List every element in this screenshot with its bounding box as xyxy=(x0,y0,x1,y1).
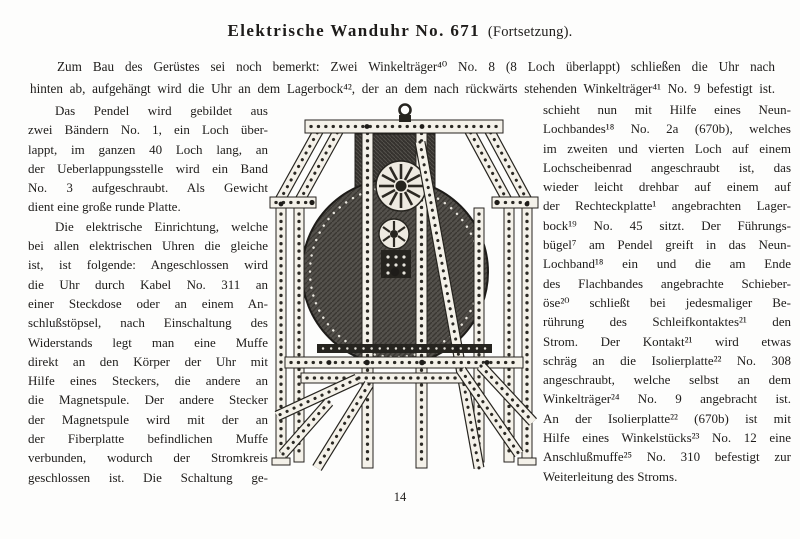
page-title: Elektrische Wanduhr No. 671 (Fortsetzung… xyxy=(0,21,800,41)
text-line: Lochscheibenrad angeschraubt ist, das xyxy=(543,159,791,175)
text-line: wieder leicht drehbar auf einem auf xyxy=(543,179,791,195)
paragraph: Die elektrische Einrichtung, welche bei a… xyxy=(28,217,268,487)
text-line: bei allen elektrischen Uhren die gleiche xyxy=(28,238,268,254)
clock-engraving-svg xyxy=(269,103,539,471)
text-line: Anschlußmuffe²⁵ No. 310 befestigt zur xyxy=(543,449,791,465)
outer-vertical-girders xyxy=(271,207,537,466)
text-line: lappt, im ganzen 40 Loch lang, an xyxy=(28,141,268,157)
text-line: Zum Bau des Gerüstes sei noch bemerkt: Z… xyxy=(57,59,775,74)
spoked-gear-wheel xyxy=(375,160,427,212)
text-line: dient eine große runde Platte. xyxy=(28,199,181,215)
base-legs xyxy=(274,362,538,471)
text-line: der Magnetspule wird mit der an xyxy=(28,411,268,427)
clock-illustration xyxy=(267,102,541,492)
paragraph: Zum Bau des Gerüstes sei noch bemerkt: Z… xyxy=(30,56,775,100)
text-line: Die elektrische Einrichtung, welche xyxy=(55,218,268,234)
text-line: zwei Bändern No. 1, ein Loch über- xyxy=(28,122,268,138)
text-line: hinten ab, aufgehängt wird die Uhr an de… xyxy=(30,81,775,96)
text-line: Strom. Der Kontakt²¹ wird etwas xyxy=(543,333,791,349)
inner-vertical-girders xyxy=(361,119,428,469)
text-line: der Fiberplatte befindlichen Muffe xyxy=(28,431,268,447)
text-line: bock¹⁹ No. 45 sitzt. Der Führungs- xyxy=(543,217,791,233)
text-line: An der Isolierplatte²² (670b) ist mit xyxy=(543,410,791,426)
text-line: direkt an den Körper der Uhr mit xyxy=(28,353,268,369)
text-line: Das Pendel wird gebildet aus xyxy=(55,103,268,118)
small-spoked-hub xyxy=(378,218,410,250)
page-title-continuation: (Fortsetzung). xyxy=(487,24,573,40)
text-line: Hilfe eines Steckers, die andere an xyxy=(28,373,268,389)
text-line: schräg an die Isolierplatte²² No. 308 xyxy=(543,352,791,368)
hanging-loop xyxy=(398,103,412,122)
text-line: schieht nun mit Hilfe eines Neun- xyxy=(543,102,791,117)
text-line: angeschraubt, welche selbst an dem xyxy=(543,372,791,388)
text-line: die Magnetspule. Der andere Stecker xyxy=(28,392,268,408)
paragraph: schieht nun mit Hilfe eines Neun- Lochban… xyxy=(543,100,791,486)
pendulum-strip xyxy=(414,140,485,470)
text-line: verbunden, wodurch der Stromkreis xyxy=(28,450,268,466)
intro-paragraph: Zum Bau des Gerüstes sei noch bemerkt: Z… xyxy=(30,56,775,100)
text-line: öse²⁰ schließt bei jedesmaliger Be- xyxy=(543,294,791,310)
text-line: des Flachbandes angebrachte Schieber- xyxy=(543,275,791,291)
text-line: geschlossen ist. Die Schaltung ge- xyxy=(28,469,268,485)
text-line: Weiterleitung des Stroms. xyxy=(543,468,678,484)
text-line: der Ueberlappungsstelle wird ein Band xyxy=(28,160,268,176)
bolts xyxy=(278,124,530,366)
text-line: Widerstands legt man eine Muffe xyxy=(28,334,268,350)
text-line: ist, ist folgende: Angeschlossen wird xyxy=(28,257,268,273)
page-title-main: Elektrische Wanduhr No. 671 xyxy=(227,21,481,40)
text-line: Hilfe eines Winkelstücks²³ No. 12 eine xyxy=(543,430,791,446)
text-line: im zweiten und vierten Loch auf einem xyxy=(543,140,791,156)
text-line: Lochband¹⁸ ein und die am Ende xyxy=(543,256,791,272)
paragraph: Das Pendel wird gebildet aus zwei Bändern… xyxy=(28,101,268,217)
text-line: der Rechteckplatte¹ angebrachten Lager- xyxy=(543,198,791,214)
text-line: einer Steckdose oder an einem An- xyxy=(28,295,268,311)
text-line: Winkelträger²⁴ No. 9 angebracht ist. xyxy=(543,391,791,407)
page-number: 14 xyxy=(393,490,407,504)
gable-braces xyxy=(275,123,532,203)
text-line: rührung des Schleifkontaktes²¹ den xyxy=(543,314,791,330)
text-line: No. 3 aufgeschraubt. Als Gewicht xyxy=(28,180,268,196)
text-line: bügel⁷ am Pendel greift in das Neun- xyxy=(543,237,791,253)
text-line: die Uhr durch Kabel No. 311 an xyxy=(28,276,268,292)
left-text-column: Das Pendel wird gebildet aus zwei Bändern… xyxy=(28,101,268,487)
right-text-column: schieht nun mit Hilfe eines Neun- Lochban… xyxy=(543,100,791,486)
text-line: schlußstöpsel, nach Einschaltung des xyxy=(28,315,268,331)
text-line: Lochbandes¹⁸ No. 2a (670b), welches xyxy=(543,121,791,137)
